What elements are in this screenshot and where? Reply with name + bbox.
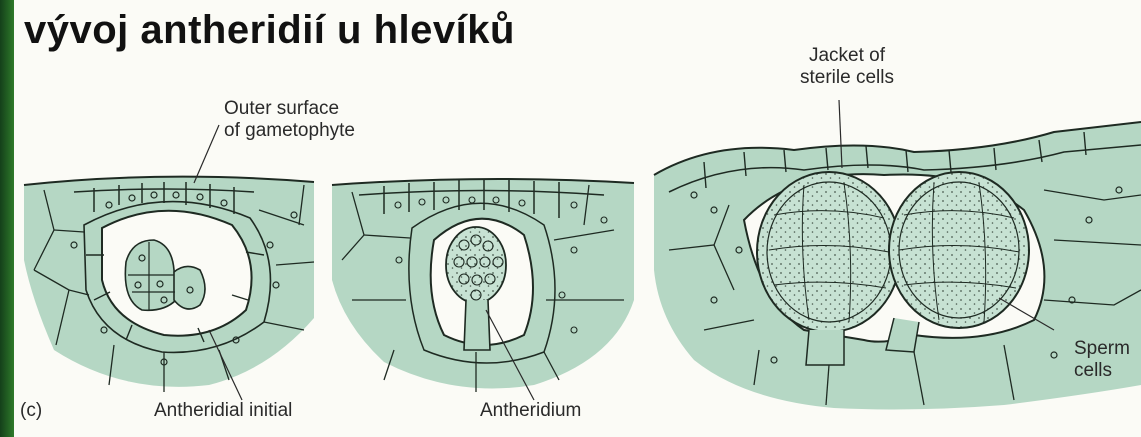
label-outer-surface: Outer surface of gametophyte xyxy=(224,98,355,142)
label-sperm-cells: Sperm cells xyxy=(1074,338,1130,382)
slide-canvas: vývoj antheridií u hlevíků xyxy=(14,0,1141,437)
slide-frame-strip xyxy=(0,0,14,437)
stage-mature-antheridia-diagram xyxy=(654,122,1141,409)
antheridium-illustration xyxy=(14,0,1141,437)
label-jacket-of-sterile-cells: Jacket of sterile cells xyxy=(800,45,894,89)
stage-antheridium-diagram xyxy=(332,179,634,392)
label-antheridium: Antheridium xyxy=(480,400,581,422)
label-panel-c: (c) xyxy=(20,400,42,422)
label-antheridial-initial: Antheridial initial xyxy=(154,400,292,422)
stage-initial-diagram xyxy=(24,177,314,392)
